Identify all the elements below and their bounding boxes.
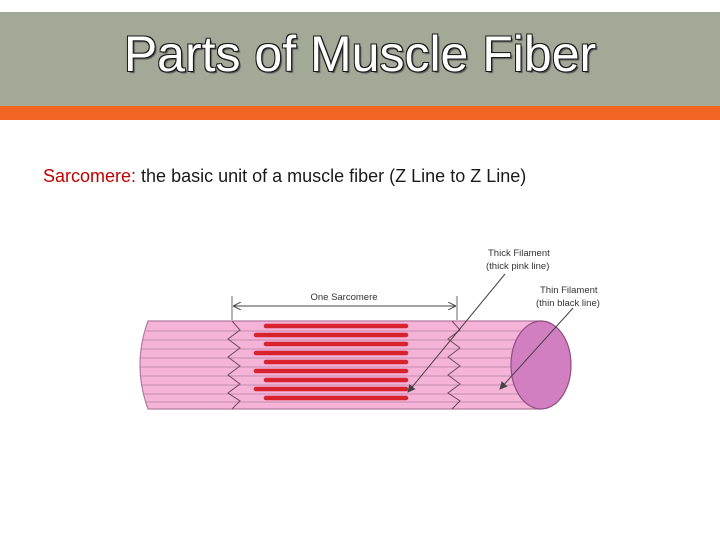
thick-filament-arrow <box>407 273 506 393</box>
thick-filament-sublabel: (thick pink line) <box>486 261 549 272</box>
sarcomere-term: Sarcomere: <box>43 166 137 186</box>
thin-filament-sublabel: (thin black line) <box>536 298 600 309</box>
one-sarcomere-label: One Sarcomere <box>310 292 377 303</box>
thin-filament-label: Thin Filament <box>540 285 598 296</box>
fiber-end-cross-section <box>510 320 572 410</box>
sarcomere-definition-text: the basic unit of a muscle fiber (Z Line… <box>136 166 527 186</box>
thin-filament-arrow <box>499 307 574 390</box>
slide-title: Parts of Muscle Fiber <box>123 26 597 82</box>
sarcomere-definition: Sarcomere: the basic unit of a muscle fi… <box>43 164 703 188</box>
fiber-cylinder <box>139 320 542 410</box>
thin-filament-lines <box>140 330 541 403</box>
z-line-left <box>227 320 241 410</box>
thick-filaments <box>253 323 409 401</box>
title-accent-stripe <box>0 106 720 120</box>
sarcomere-label-bg <box>302 290 386 303</box>
thick-filament-label: Thick Filament <box>488 248 550 259</box>
z-line-right <box>447 320 461 410</box>
title-bar <box>0 12 720 106</box>
